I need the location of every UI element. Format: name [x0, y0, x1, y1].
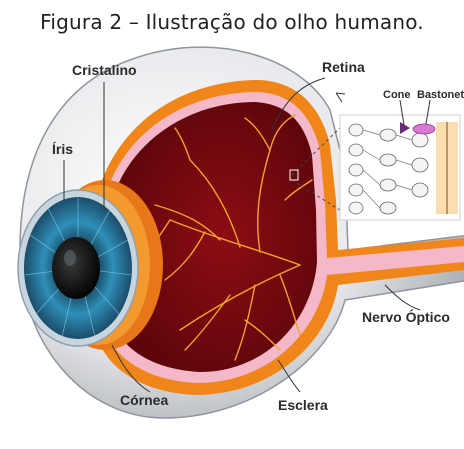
label-cone: Cone [383, 89, 411, 101]
label-iris: Íris [52, 141, 73, 157]
iris-disc [18, 190, 138, 346]
label-bastonete: Bastonete [417, 89, 464, 101]
label-nervo-optico: Nervo Óptico [362, 308, 450, 325]
label-esclera: Esclera [278, 397, 328, 413]
label-cristalino: Cristalino [72, 62, 137, 78]
label-retina: Retina [322, 59, 365, 75]
rod-cell-shape [413, 124, 435, 134]
pupil-shape [52, 237, 100, 299]
label-cornea: Córnea [120, 392, 168, 408]
